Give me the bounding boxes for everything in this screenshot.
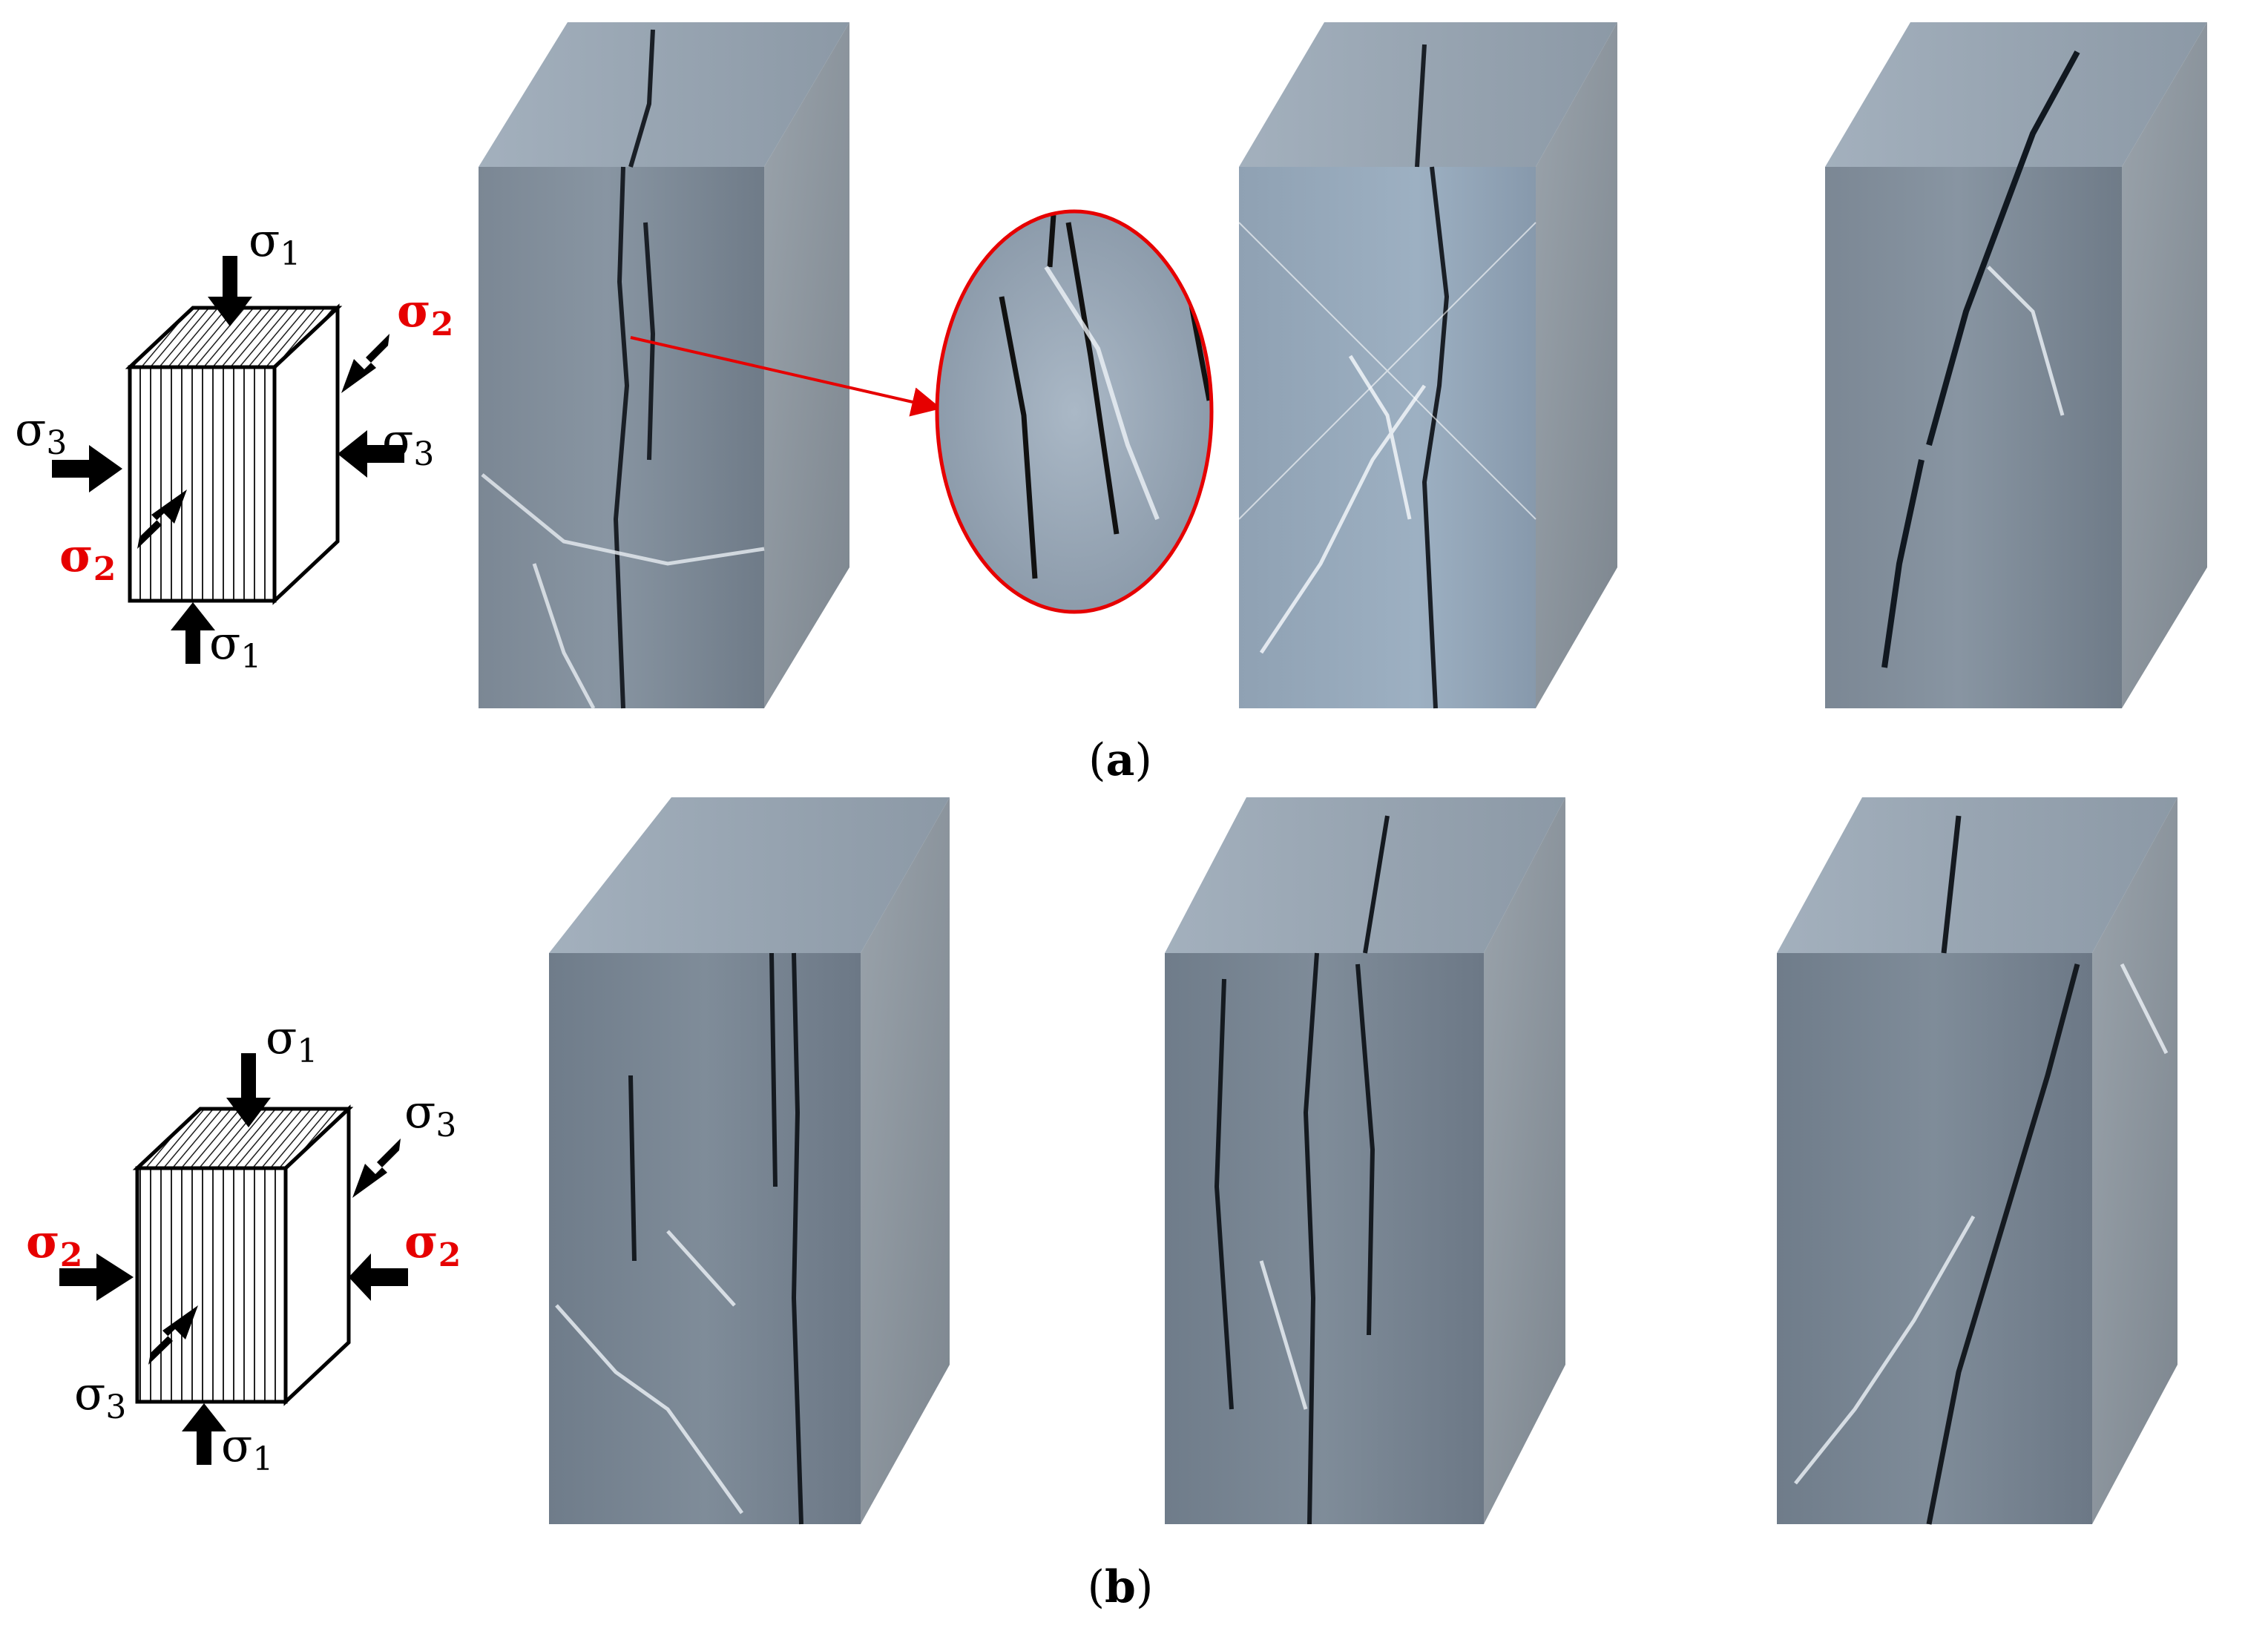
panel-a: σ1 σ1 σ2 σ2 σ3 σ3 — [15, 22, 2207, 786]
schematic-b: σ1 σ1 σ3 σ3 σ2 σ2 — [26, 1010, 461, 1478]
label-sigma3-front-b: σ3 — [74, 1366, 126, 1426]
label-sigma2-left-b: σ2 — [26, 1214, 82, 1274]
label-sigma2-front-a: σ2 — [59, 528, 116, 588]
specimen-a2 — [1238, 22, 1617, 709]
label-sigma1-bottom-a: σ1 — [209, 616, 261, 676]
panel-b: σ1 σ1 σ3 σ3 σ2 σ2 — [26, 797, 2177, 1613]
label-sigma1-top-a: σ1 — [249, 213, 300, 273]
zoom-inset-a1 — [630, 209, 1214, 614]
specimen-b3 — [1777, 797, 2177, 1525]
label-sigma3-right-a: σ3 — [382, 413, 434, 473]
cracks-a1 — [613, 29, 656, 709]
label-sigma2-right-b: σ2 — [404, 1214, 461, 1274]
arrows-b — [59, 1053, 408, 1465]
specimen-b2 — [1165, 797, 1565, 1525]
label-sigma3-left-a: σ3 — [15, 402, 67, 462]
label-sigma1-bottom-b: σ1 — [221, 1418, 273, 1478]
schematic-a: σ1 σ1 σ2 σ2 σ3 σ3 — [15, 213, 453, 676]
arrows-a — [52, 256, 404, 664]
specimen-b1 — [549, 797, 950, 1525]
label-sigma1-top-b: σ1 — [266, 1010, 318, 1070]
specimen-a1 — [479, 22, 849, 710]
caption-b: (b) — [1088, 1561, 1154, 1613]
label-sigma3-back-b: σ3 — [404, 1084, 456, 1144]
label-sigma2-back-a: σ2 — [397, 283, 453, 343]
specimen-a3 — [1825, 22, 2207, 708]
caption-a: (a) — [1088, 734, 1152, 786]
